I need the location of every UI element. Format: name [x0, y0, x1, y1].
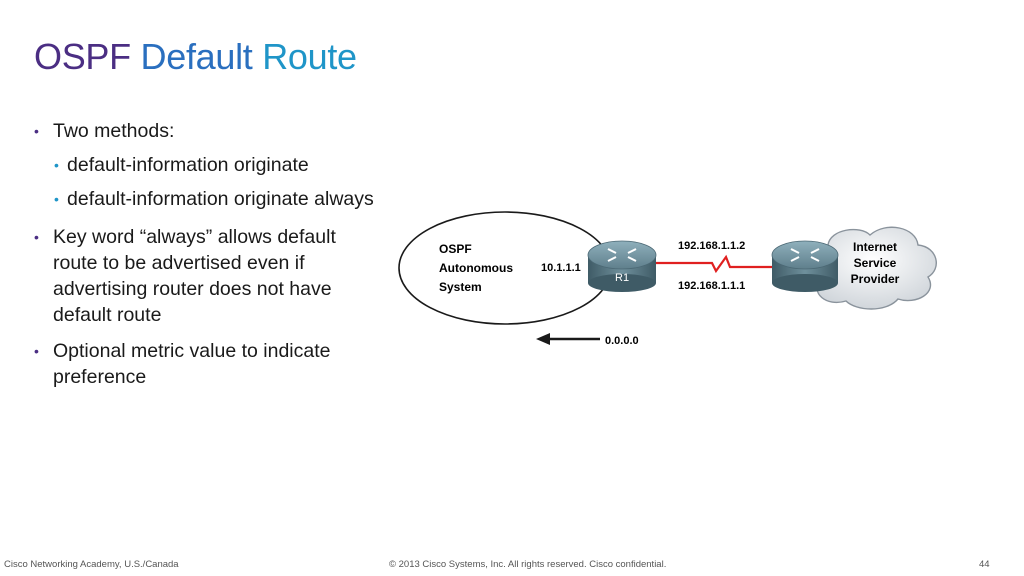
as-label-line3: System — [439, 280, 482, 294]
r1-inside-ip: 10.1.1.1 — [541, 262, 581, 274]
footer-academy: Cisco Networking Academy, U.S./Canada — [4, 559, 179, 570]
page-number: 44 — [979, 559, 990, 570]
sub-bullet-originate-always: default-information originate always — [32, 186, 377, 212]
r1-serial-ip: 192.168.1.1.1 — [678, 280, 745, 292]
isp-label-line1: Internet — [853, 240, 897, 254]
title-word-default: Default — [140, 36, 253, 77]
serial-link — [656, 254, 776, 274]
isp-side-ip: 192.168.1.1.2 — [678, 240, 745, 252]
bullet-two-methods: Two methods: — [32, 118, 377, 144]
default-route-arrow — [536, 333, 600, 345]
as-label-line2: Autonomous — [439, 261, 513, 275]
bullet-keyword-always: Key word “always” allows default route t… — [32, 224, 377, 328]
router-r1-icon — [587, 240, 657, 292]
sub-bullet-originate: default-information originate — [32, 152, 377, 178]
slide-title: OSPF Default Route — [34, 36, 357, 78]
footer-copyright: © 2013 Cisco Systems, Inc. All rights re… — [389, 559, 667, 570]
bullet-optional-metric: Optional metric value to indicate prefer… — [32, 338, 377, 390]
isp-label-line2: Service — [854, 256, 897, 270]
default-route-label: 0.0.0.0 — [605, 335, 639, 347]
r1-name: R1 — [615, 272, 629, 284]
router-isp-icon — [771, 240, 839, 292]
bullet-list: Two methods: default-information origina… — [32, 118, 377, 400]
title-word-route: Route — [262, 36, 357, 77]
title-word-ospf: OSPF — [34, 36, 131, 77]
ospf-topology-diagram: OSPF Autonomous System 10.1.1.1 R1 192.1… — [398, 211, 937, 347]
as-label-line1: OSPF — [439, 242, 472, 256]
isp-label-line3: Provider — [851, 272, 900, 286]
